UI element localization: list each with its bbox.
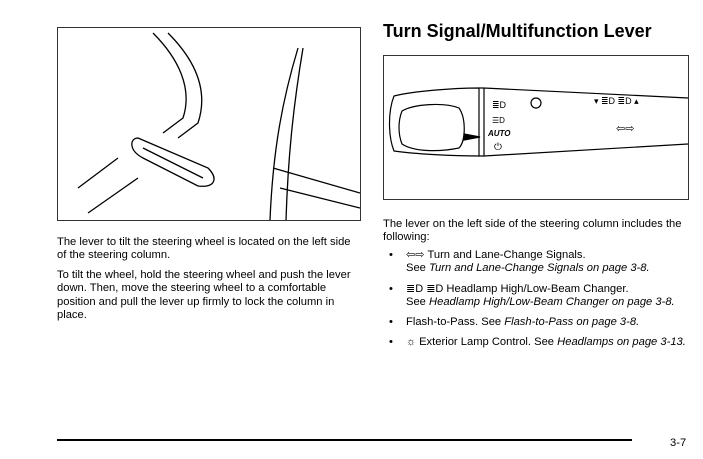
feature-list: ⇦⇨Turn and Lane-Change Signals.See Turn … <box>383 249 693 357</box>
svg-text:▾ ≣D ≣D ▴: ▾ ≣D ≣D ▴ <box>594 96 639 106</box>
list-item: ☼Exterior Lamp Control. See Headlamps on… <box>383 336 693 350</box>
headlamp-beam-icon: ≣D ≣D <box>406 282 444 295</box>
list-item: ⇦⇨Turn and Lane-Change Signals.See Turn … <box>383 249 693 276</box>
list-item: Flash-to-Pass. See Flash-to-Pass on page… <box>383 316 693 330</box>
exterior-lamp-icon: ☼ <box>406 336 417 349</box>
svg-text:⇦⇨: ⇦⇨ <box>616 123 634 135</box>
cross-reference-link[interactable]: Headlamp High/Low-Beam Changer on page 3… <box>429 295 675 308</box>
footer-rule <box>57 439 632 441</box>
svg-text:AUTO: AUTO <box>487 129 511 138</box>
svg-text:⏻: ⏻ <box>494 142 502 153</box>
cross-reference-link[interactable]: Turn and Lane-Change Signals on page 3-8… <box>429 262 650 275</box>
tilt-wheel-illustration <box>57 27 361 221</box>
tilt-paragraph-2: To tilt the wheel, hold the steering whe… <box>57 269 351 321</box>
page-number: 3-7 <box>670 437 687 449</box>
multifunction-lever-illustration: ≣D ☰D AUTO ⏻ ▾ ≣D ≣D ▴ ⇦⇨ <box>383 55 689 200</box>
intro-text: The lever on the left side of the steeri… <box>383 218 682 244</box>
cross-reference-link[interactable]: Headlamps on page 3-13. <box>557 336 686 349</box>
svg-text:☰D: ☰D <box>492 116 505 125</box>
cross-reference-link[interactable]: Flash-to-Pass on page 3-8. <box>504 316 640 329</box>
svg-text:≣D: ≣D <box>492 100 507 110</box>
section-title: Turn Signal/Multifunction Lever <box>383 21 652 41</box>
tilt-paragraph-1: The lever to tilt the steering wheel is … <box>57 236 351 262</box>
turn-signal-arrows-icon: ⇦⇨ <box>406 249 425 261</box>
